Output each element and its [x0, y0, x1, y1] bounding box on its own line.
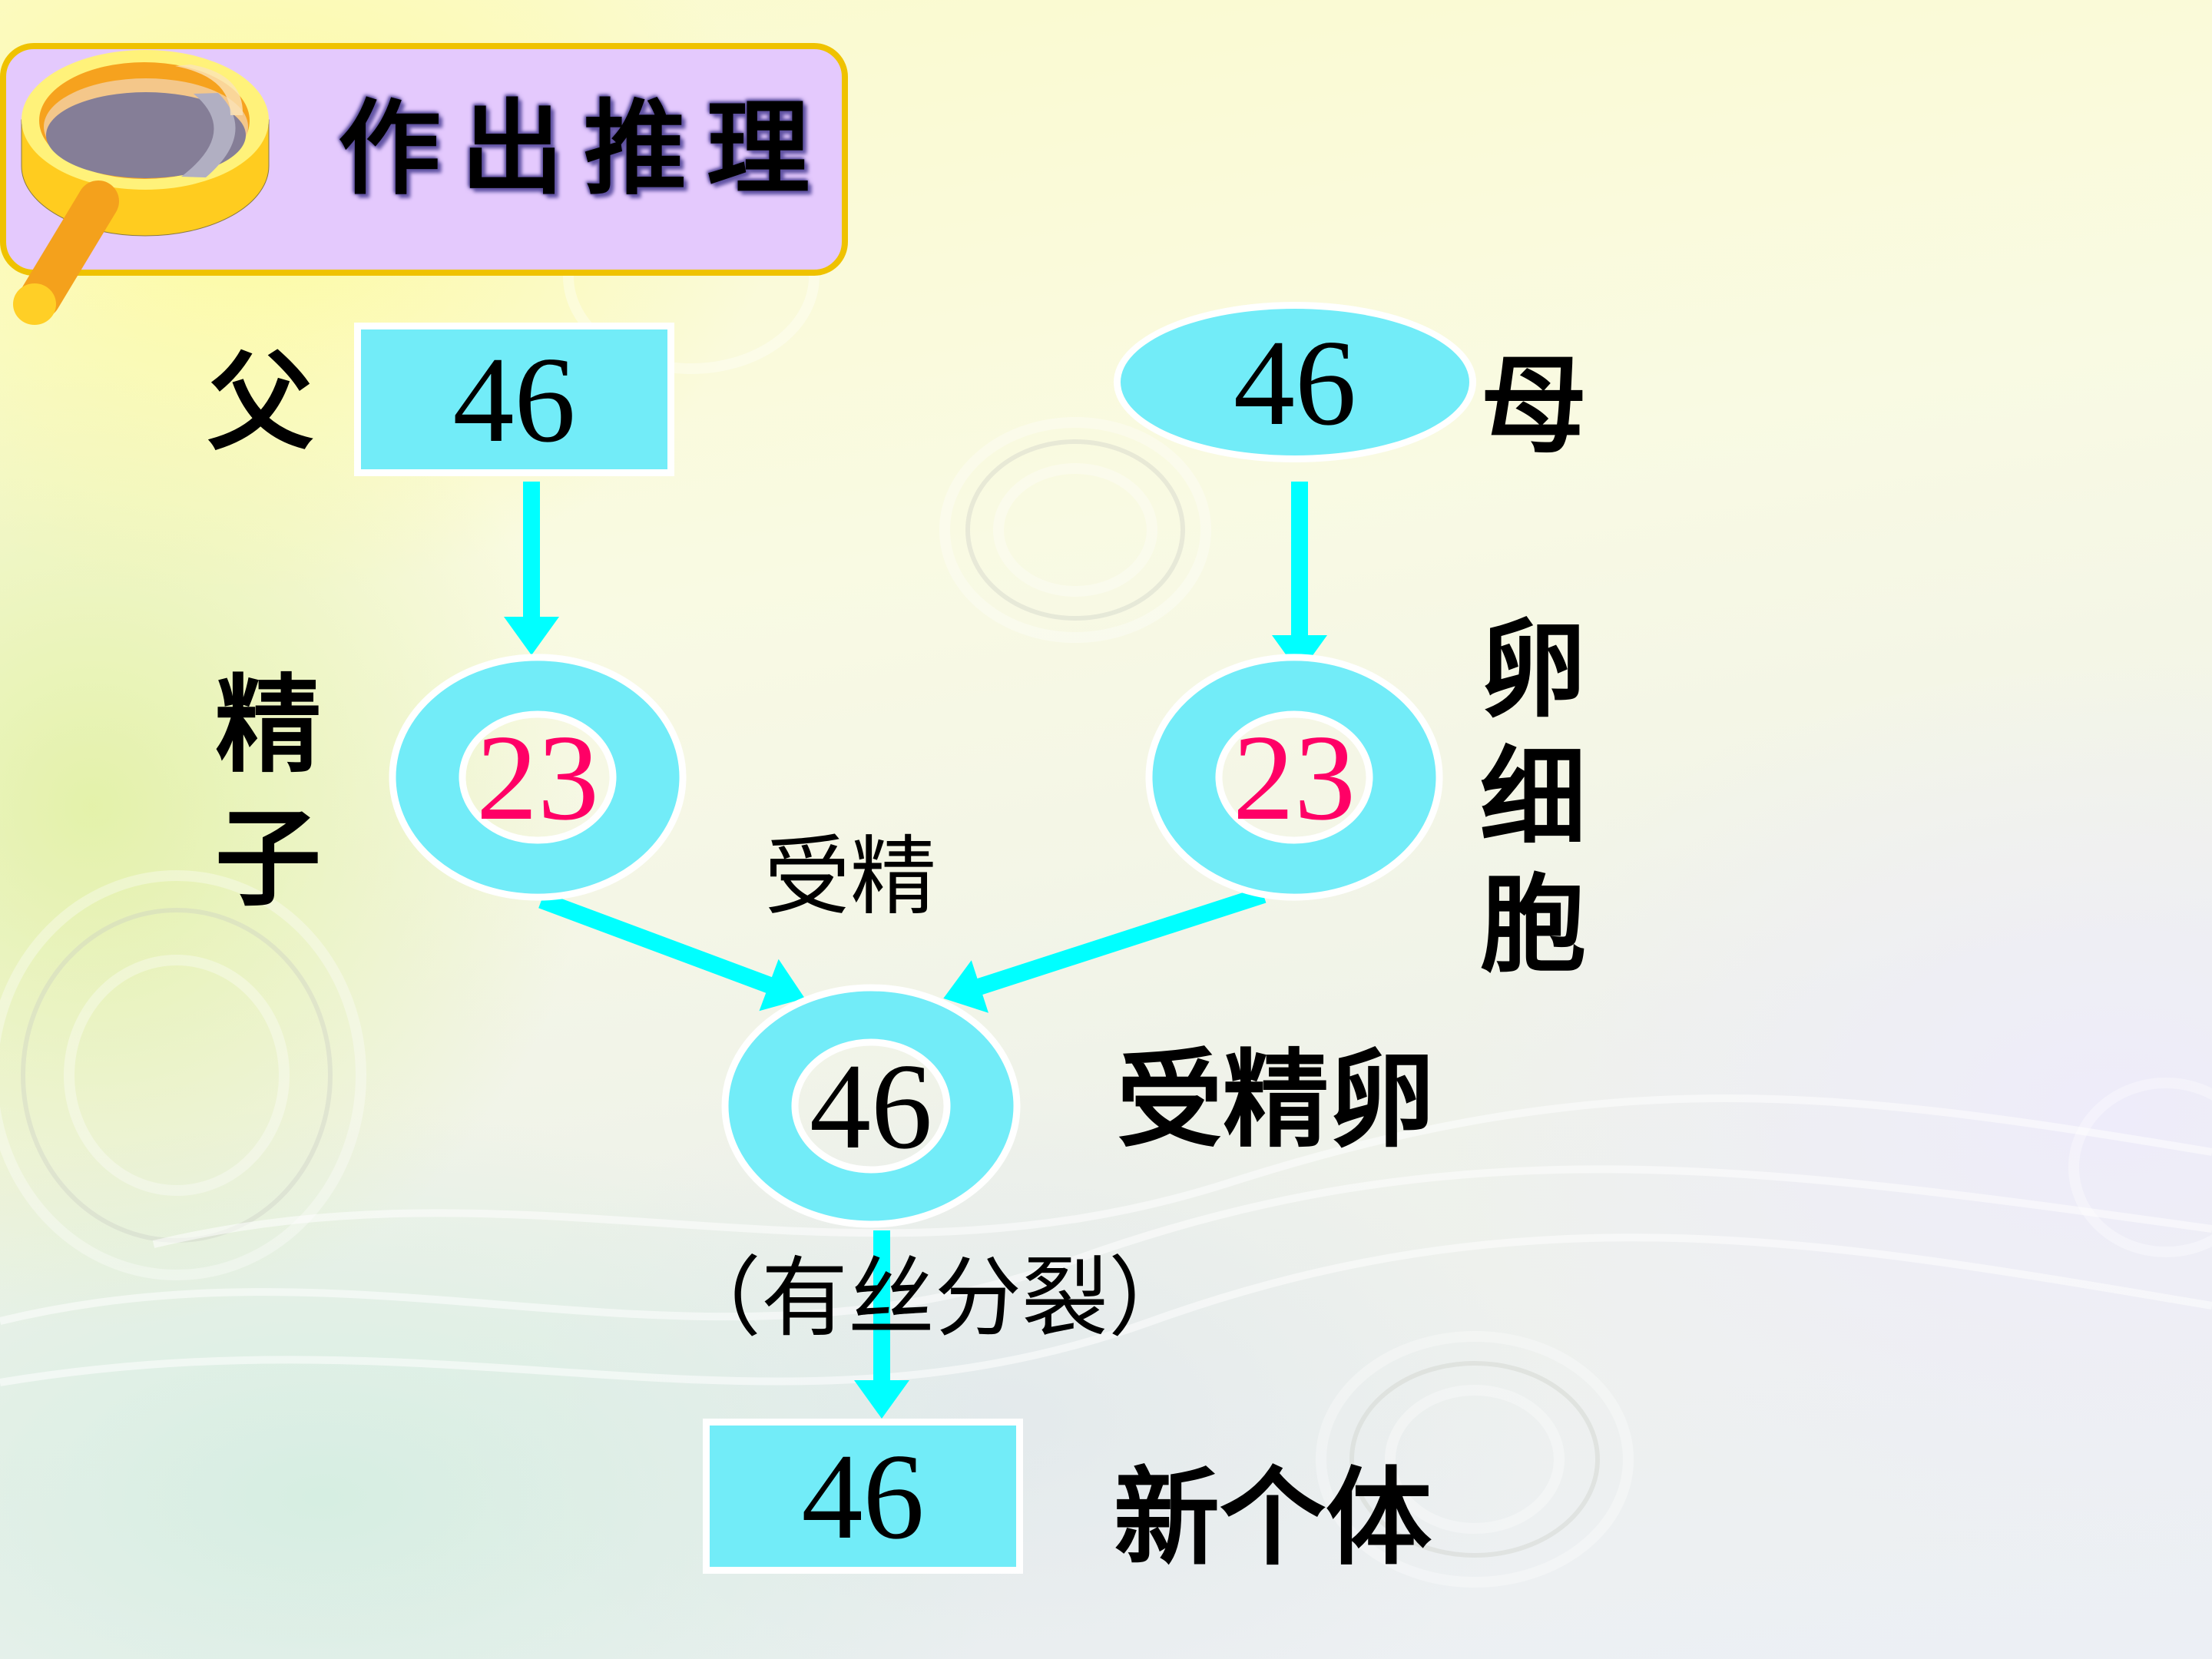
- sperm-count-wrap: 23: [461, 716, 614, 839]
- fertilization-label: 受精: [764, 827, 936, 927]
- zygote-ring: [721, 984, 1021, 1228]
- egg-count-wrap: 23: [1217, 716, 1371, 839]
- offspring-chromosome-count: 46: [801, 1428, 925, 1565]
- offspring-chromosome-box: 46: [703, 1419, 1023, 1574]
- mother-chromosome-count: 46: [1233, 313, 1356, 451]
- arrow-mother-to-egg: [1272, 482, 1327, 674]
- sperm-chromosome-count: 23: [476, 709, 599, 846]
- egg-chromosome-count: 23: [1233, 709, 1356, 846]
- background-rose-decoration: [0, 179, 2212, 1588]
- sperm-ring: [389, 654, 687, 901]
- mother-chromosome-ellipse: 46: [1114, 302, 1476, 462]
- mother-label: 母: [1481, 344, 1588, 468]
- arrow-father-to-sperm: [504, 482, 559, 655]
- arrow-zygote-to-offspring: [854, 1230, 909, 1419]
- egg-label: 卵细胞: [1479, 608, 1586, 987]
- offspring-label: 新个体: [1114, 1456, 1432, 1580]
- father-chromosome-count: 46: [452, 331, 576, 468]
- zygote-chromosome-count: 46: [810, 1038, 932, 1174]
- zygote-count-wrap: 46: [794, 1045, 948, 1167]
- zygote-label: 受精卵: [1117, 1038, 1435, 1162]
- arrow-sperm-to-zygote: [538, 892, 805, 1012]
- magnifier-icon: [13, 50, 270, 325]
- egg-ring: [1145, 654, 1443, 901]
- mitosis-label: （有丝分裂）: [674, 1247, 1195, 1349]
- arrow-egg-to-zygote: [943, 886, 1267, 1013]
- sperm-label: 精子: [214, 664, 321, 921]
- background-wave-lines: [0, 1094, 2212, 1386]
- father-label: 父: [207, 341, 314, 465]
- page-title: 作出推理: [338, 88, 830, 209]
- father-chromosome-box: 46: [354, 323, 674, 476]
